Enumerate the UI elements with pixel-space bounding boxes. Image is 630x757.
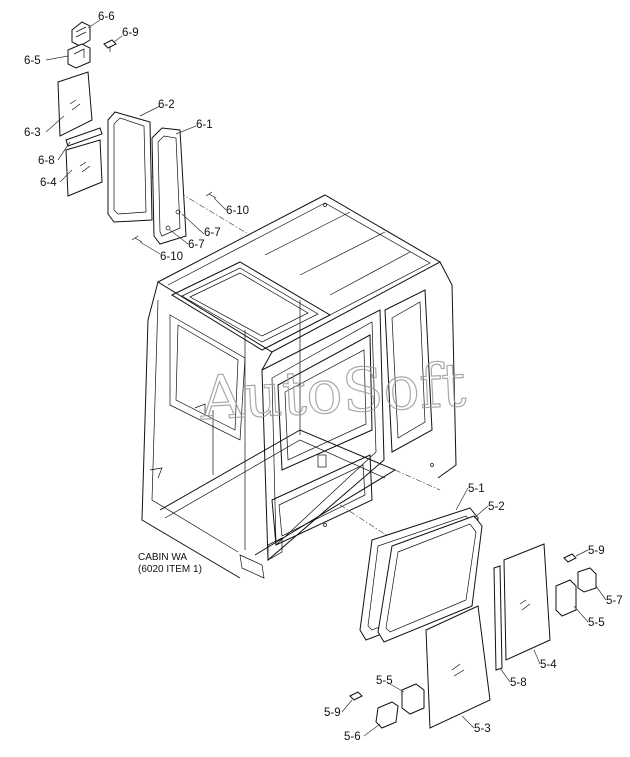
part-6-3 [57,71,93,137]
upper-window-group [57,21,217,245]
label-6-4: 6-4 [40,177,57,189]
part-6-4 [65,139,103,197]
part-6-10-lower [131,235,143,243]
cabin-assembly [141,174,457,579]
label-5-6: 5-6 [344,731,361,743]
label-5-8: 5-8 [510,677,527,689]
part-5-8 [493,565,503,671]
label-5-4: 5-4 [540,659,557,671]
label-6-10-upper: 6-10 [226,205,249,217]
label-5-3: 5-3 [474,723,491,735]
cabin-note: CABIN WA (6020 ITEM 1) [138,552,202,575]
note-line-2: (6020 ITEM 1) [138,564,202,575]
label-6-5: 6-5 [24,55,41,67]
part-5-6 [375,701,399,729]
watermark: AutoSoft [197,350,467,434]
part-5-5-right [555,579,577,617]
part-6-1 [151,127,187,245]
label-5-7: 5-7 [606,595,623,607]
part-5-4 [503,543,551,661]
label-6-3: 6-3 [24,127,41,139]
part-6-8 [65,127,103,147]
part-6-10-upper [205,191,217,199]
label-5-1: 5-1 [468,483,485,495]
label-5-2: 5-2 [488,501,505,513]
label-6-6: 6-6 [98,11,115,23]
label-6-7-upper: 6-7 [204,227,221,239]
label-6-2: 6-2 [158,99,175,111]
label-5-5-right: 5-5 [588,617,605,629]
part-5-3 [425,605,491,729]
lower-window-group [349,507,597,729]
label-6-9: 6-9 [122,27,139,39]
label-5-9-lower: 5-9 [324,707,341,719]
part-5-9-right [563,553,577,563]
label-6-7-lower: 6-7 [188,239,205,251]
part-6-2 [107,111,153,223]
note-line-1: CABIN WA [138,552,187,563]
part-5-5-lower [401,683,425,715]
part-5-9-lower [349,691,363,701]
part-6-6 [71,21,91,47]
part-6-5 [67,43,91,69]
label-6-1: 6-1 [196,119,213,131]
leader-lines [45,19,607,737]
part-labels: 6-6 6-9 6-5 6-3 6-2 6-1 6-8 6-4 6-10 6-7… [24,11,623,743]
label-6-10-lower: 6-10 [160,251,183,263]
label-5-5-lower: 5-5 [376,675,393,687]
label-5-9-right: 5-9 [588,545,605,557]
part-5-7 [577,567,597,593]
part-6-9 [103,39,117,49]
label-6-8: 6-8 [38,155,55,167]
part-5-2 [377,515,483,643]
